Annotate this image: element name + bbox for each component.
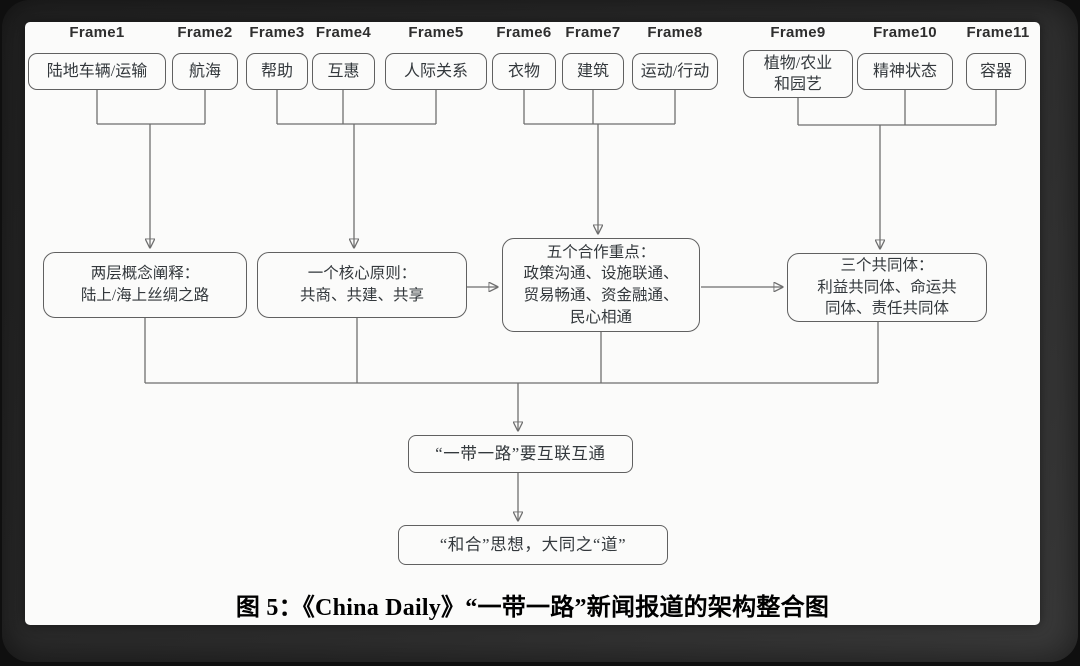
- frame-box-5: 人际关系: [385, 53, 487, 90]
- integration-box-concepts: 两层概念阐释： 陆上/海上丝绸之路: [43, 252, 247, 318]
- frame-label-1: Frame1: [69, 23, 125, 41]
- frame-box-8: 运动/行动: [632, 53, 718, 90]
- frame-label-5: Frame5: [408, 23, 464, 41]
- frame-label-3: Frame3: [249, 23, 305, 41]
- frame-label-6: Frame6: [496, 23, 552, 41]
- frame-label-9: Frame9: [770, 23, 826, 41]
- integration-box-communities: 三个共同体： 利益共同体、命运共 同体、责任共同体: [787, 253, 987, 322]
- frame-label-8: Frame8: [647, 23, 703, 41]
- integration-box-priorities: 五个合作重点： 政策沟通、设施联通、 贸易畅通、资金融通、 民心相通: [502, 238, 700, 332]
- frame-box-4: 互惠: [312, 53, 375, 90]
- figure-caption: 图 5：《China Daily》“一带一路”新闻报道的架构整合图: [235, 594, 830, 621]
- frame-label-4: Frame4: [315, 23, 372, 41]
- synthesis-box-connectivity: “一带一路”要互联互通: [408, 435, 633, 473]
- frame-label-11: Frame11: [966, 23, 1030, 41]
- frame-box-7: 建筑: [562, 53, 624, 90]
- frame-box-9: 植物/农业 和园艺: [743, 50, 853, 98]
- frame-box-6: 衣物: [492, 53, 556, 90]
- integration-box-principle: 一个核心原则： 共商、共建、共享: [257, 252, 467, 318]
- frame-label-7: Frame7: [565, 23, 621, 41]
- frame-box-10: 精神状态: [857, 53, 953, 90]
- synthesis-box-harmony: “和合”思想，大同之“道”: [398, 525, 668, 565]
- frame-label-10: Frame10: [873, 23, 937, 41]
- frame-box-11: 容器: [966, 53, 1026, 90]
- frame-label-2: Frame2: [177, 23, 233, 41]
- frame-box-3: 帮助: [246, 53, 308, 90]
- frame-box-2: 航海: [172, 53, 238, 90]
- frame-box-1: 陆地车辆/运输: [28, 53, 166, 90]
